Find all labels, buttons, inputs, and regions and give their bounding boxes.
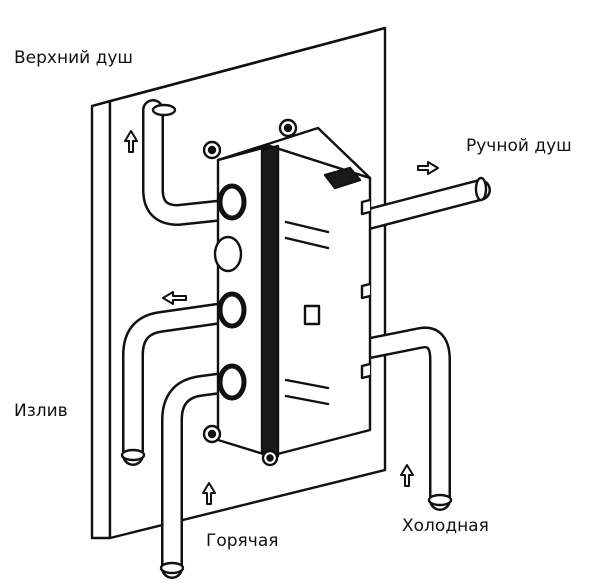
arrow-up-hot-icon	[202, 482, 216, 505]
top-shower-label: Верхний душ	[14, 48, 133, 68]
hand-shower-label: Ручной душ	[466, 136, 572, 156]
arrow-up-top-shower-icon	[124, 130, 138, 153]
spout-label: Излив	[14, 401, 68, 421]
arrow-right-hand-shower-icon	[417, 161, 439, 175]
arrow-left-spout-icon	[162, 291, 187, 305]
hot-water-label: Горячая	[206, 531, 279, 551]
flow-arrows	[124, 130, 439, 505]
hot-inlet-pipe	[159, 371, 241, 579]
top-shower-pipe	[142, 99, 236, 226]
spout-pipe	[120, 301, 241, 466]
cold-inlet-pipe	[359, 326, 453, 511]
port-rings	[213, 183, 247, 401]
cold-water-label: Холодная	[402, 516, 489, 536]
hand-shower-pipe	[354, 176, 491, 231]
arrow-up-cold-icon	[400, 464, 414, 487]
